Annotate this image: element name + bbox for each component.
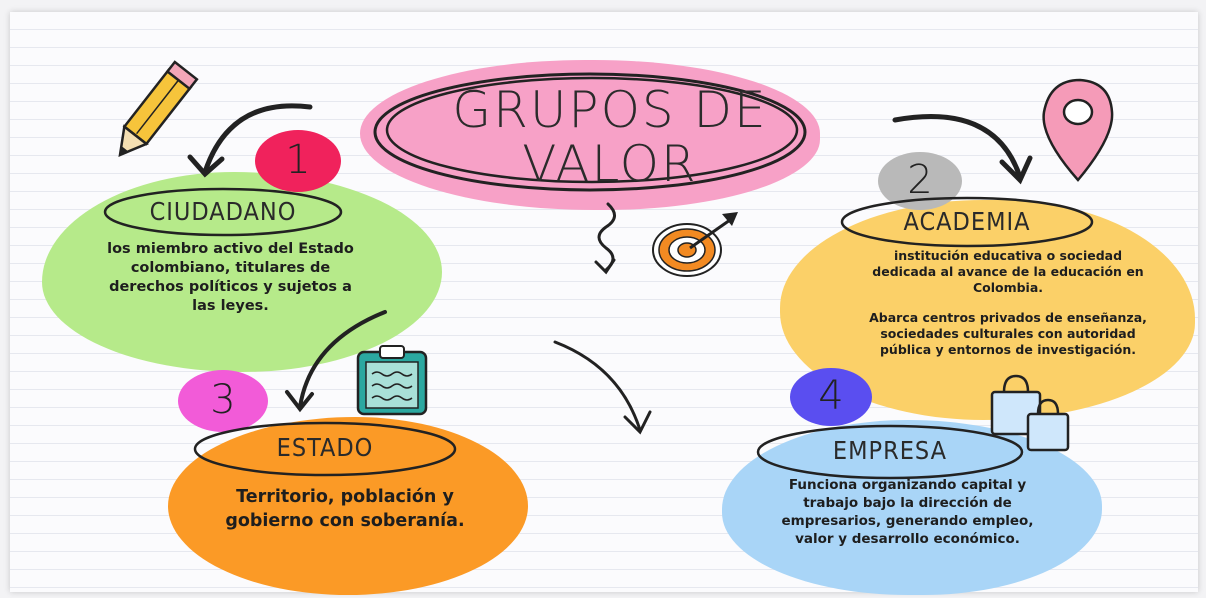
estado-description: Territorio, población y gobierno con sob… <box>225 487 465 531</box>
badge-4-circle <box>790 368 872 426</box>
diagram-title: GRUPOS DE VALOR <box>430 67 790 207</box>
badge-3-number: 3 <box>210 377 236 423</box>
title-outline <box>373 72 807 192</box>
academia-label-outline <box>840 196 1094 248</box>
target-icon <box>652 212 738 277</box>
title-line-2: VALOR <box>522 135 698 193</box>
infographic-board: GRUPOS DE VALOR 1 2 3 4 CIUDADANO ACADEM… <box>10 12 1198 595</box>
decorations <box>103 60 1114 480</box>
ciudadano-label-outline <box>103 187 343 237</box>
badge-4-number: 4 <box>818 373 844 419</box>
title-line-1: GRUPOS DE <box>452 81 768 139</box>
location-pin-icon <box>1042 78 1114 182</box>
arrow-to-center <box>553 340 652 435</box>
shopping-bags-icon <box>990 374 1070 452</box>
estado-label-outline <box>193 421 457 477</box>
empresa-label-outline <box>756 424 1024 480</box>
estado-blob <box>168 417 528 595</box>
academia-description-2: Abarca centros privados de enseñanza, so… <box>869 310 1147 357</box>
ciudadano-description: los miembro activo del Estado colombiano… <box>107 241 354 314</box>
badge-1-number: 1 <box>285 137 311 183</box>
clipboard-icon <box>356 345 428 416</box>
title-outline-inner <box>385 76 799 184</box>
empresa-description: Funciona organizando capital y trabajo b… <box>781 477 1034 547</box>
estado-label: ESTADO <box>276 433 374 462</box>
academia-description: institución educativa o sociedad dedicad… <box>872 248 1144 295</box>
badge-1-circle <box>255 130 341 192</box>
arrow-to-ciudadano <box>187 103 313 178</box>
title-blob <box>360 60 820 210</box>
badge-3-circle <box>178 370 268 432</box>
academia-label: ACADEMIA <box>903 207 1031 236</box>
arrow-to-academia <box>892 114 1033 185</box>
empresa-label: EMPRESA <box>832 436 948 465</box>
pencil-icon <box>118 60 199 157</box>
squiggle-arrow <box>594 202 616 275</box>
arrow-to-estado <box>285 310 387 413</box>
badge-2-number: 2 <box>907 157 933 203</box>
ciudadano-label: CIUDADANO <box>149 197 297 226</box>
